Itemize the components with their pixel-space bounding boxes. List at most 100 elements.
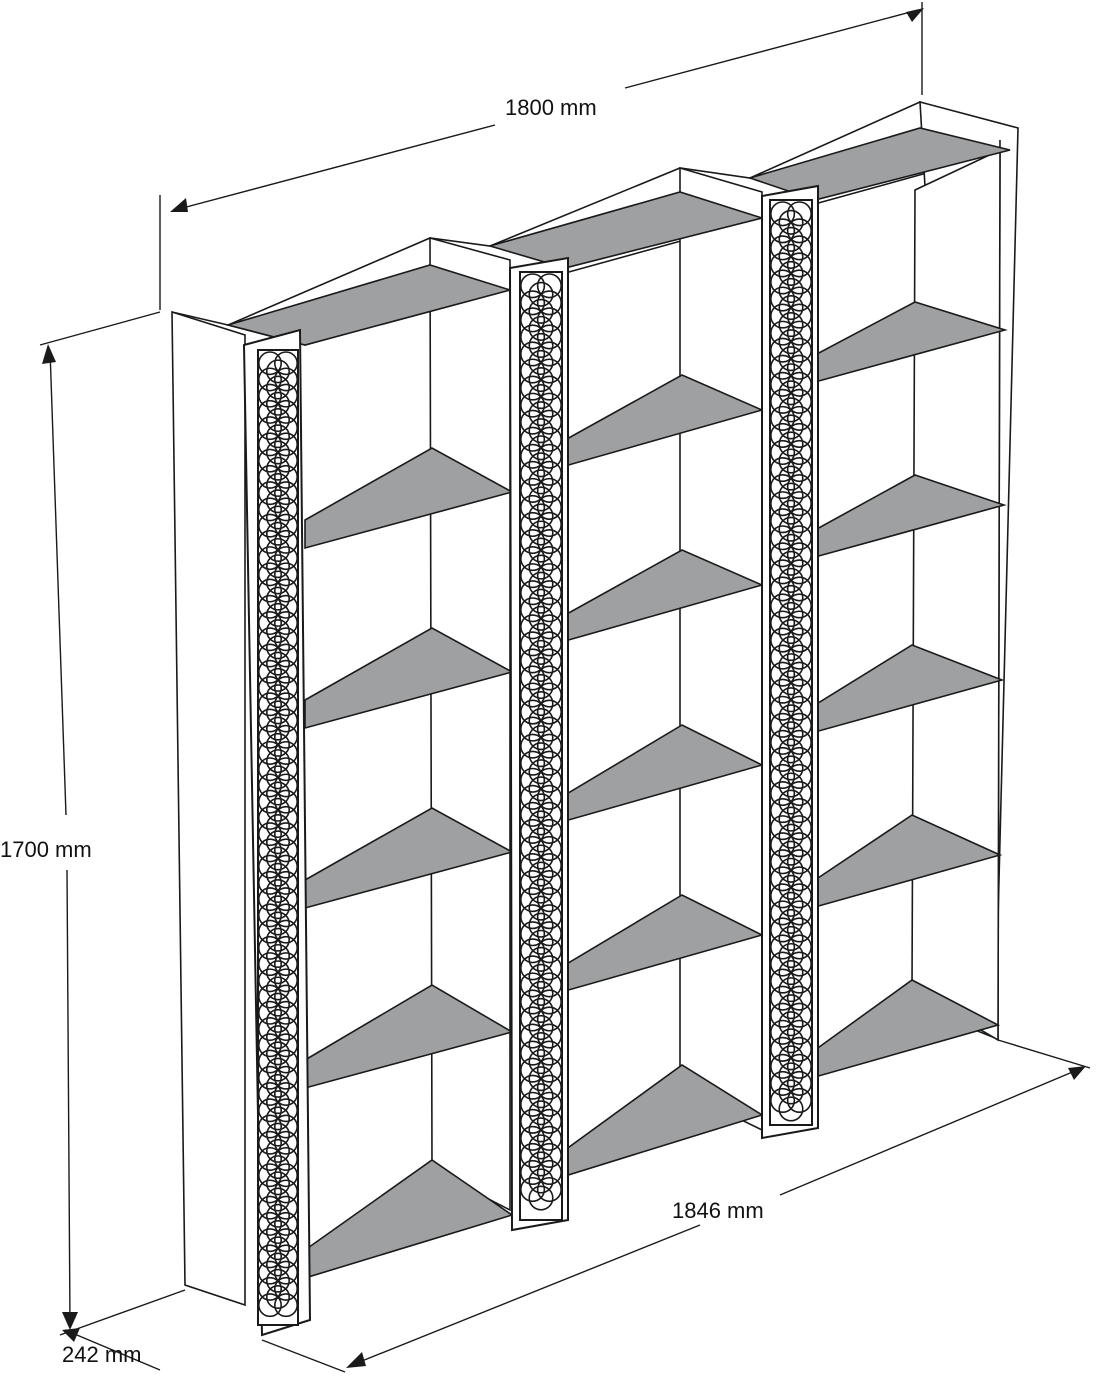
lattice-ring [273,675,298,700]
lattice-ring [770,422,796,448]
lattice-ring [265,1138,290,1163]
lattice-ring [528,690,554,717]
lattice-ring [536,887,562,913]
lattice-ring [257,1114,282,1139]
lattice-ring [265,830,290,855]
lattice-ring [536,870,562,896]
lattice-ring [778,397,804,423]
lattice-ring [786,491,812,517]
lattice-ring [786,576,812,602]
lattice-ring [273,1179,298,1204]
lattice-ring [528,1049,554,1075]
lattice-ring [257,1276,282,1301]
lattice-ring [520,699,546,725]
decorative-post-right [761,184,819,1140]
lattice-ring [265,424,290,449]
lattice-ring [273,594,298,619]
lattice-ring [778,431,804,457]
lattice-ring [778,516,804,542]
lattice-ring [265,489,290,514]
lattice-ring [265,1025,290,1050]
lattice-ring [257,1293,282,1318]
lattice-ring [265,943,290,968]
lattice-ring [786,985,812,1011]
lattice-ring [265,1106,290,1131]
lattice-ring [786,968,812,994]
lattice-ring [265,862,290,887]
lattice-ring [528,639,554,665]
lattice-ring [536,1040,562,1066]
lattice-ring [273,1033,298,1058]
lattice-ring [257,1000,282,1025]
lattice-ring [273,367,298,392]
lattice-ring [770,1036,796,1062]
lattice-ring [528,912,554,938]
lattice-ring [536,358,562,384]
lattice-ring [770,371,796,397]
lattice-ring [786,866,812,892]
lattice-ring [520,1176,546,1203]
lattice-ring [786,218,812,244]
lattice-ring [528,366,554,393]
lattice-ring [778,636,804,662]
lattice-ring [770,712,796,738]
lattice-ring [770,354,796,380]
lattice-ring [778,755,804,781]
lattice-ring [520,1057,546,1083]
lattice-ring [265,765,290,790]
decorative-post-left [242,328,312,1337]
lattice-ring [257,968,282,993]
lattice-ring [778,738,804,764]
lattice-ring [265,749,290,774]
lattice-ring [265,1252,290,1277]
lattice-ring [273,692,298,717]
lattice-ring [273,627,298,652]
lattice-ring [257,805,282,830]
lattice-ring [257,1211,282,1236]
lattice-ring [528,1014,554,1041]
lattice-ring [257,529,282,554]
lattice-ring [786,1002,812,1028]
lattice-ring [536,307,562,333]
lattice-ring [273,416,298,441]
lattice-ring [273,708,298,733]
lattice-ring [786,763,812,790]
lattice-ring [786,456,812,483]
lattice-ring [786,1036,812,1062]
lattice-ring [528,1066,554,1092]
lattice-ring [257,903,282,928]
lattice-ring [770,763,796,790]
lattice-ring [778,550,804,576]
lattice-ring [520,767,546,793]
lattice-ring [273,952,298,977]
lattice-ring [536,1023,562,1049]
lattice-ring [528,384,554,410]
lattice-ring [778,891,804,917]
lattice-ring [778,1079,804,1105]
lattice-ring [265,554,290,579]
lattice-ring [520,392,546,418]
lattice-ring [520,273,546,299]
lattice-ring [265,375,290,400]
lattice-ring [257,659,282,684]
lattice-ring [536,648,562,674]
lattice-ring [520,852,546,879]
lattice-ring [536,1074,562,1100]
lattice-ring [770,474,796,500]
lattice-ring [520,1006,546,1032]
lattice-ring [778,1045,804,1071]
lattice-ring [770,832,796,858]
lattice-ring [770,985,796,1011]
lattice-ring [273,464,298,489]
lattice-ring [528,656,554,682]
dimension-depth: 242 mm [59,1289,186,1371]
lattice-ring [778,584,804,610]
lattice-ring [265,732,290,757]
lattice-ring [520,921,546,947]
lattice-ring [257,708,282,733]
lattice-ring [786,798,812,824]
dimension-width-top: 1800 mm [159,2,924,310]
lattice-ring [778,312,804,338]
lattice-ring [265,586,290,611]
lattice-ring [273,805,298,830]
